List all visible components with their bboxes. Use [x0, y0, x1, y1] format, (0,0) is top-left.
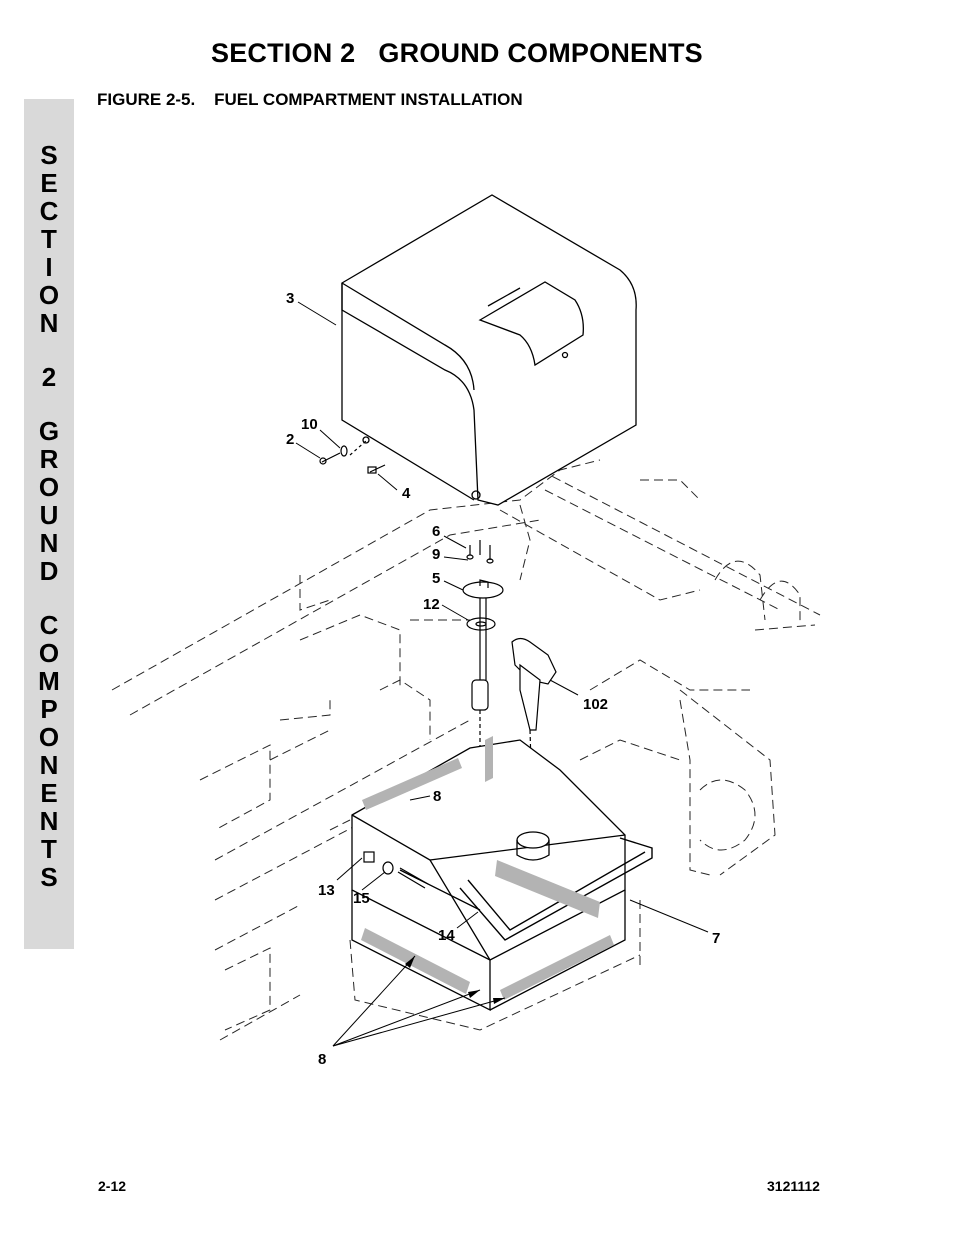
- side-tab-letter: E: [40, 168, 58, 198]
- rubber-pads: [361, 736, 614, 1000]
- figure-title: FIGURE 2-5. FUEL COMPARTMENT INSTALLATIO…: [97, 90, 523, 109]
- side-tab-letter: O: [38, 638, 60, 668]
- side-tab-letter: T: [41, 224, 57, 254]
- side-tab-letter: R: [39, 444, 59, 474]
- callout-arrowheads: [405, 956, 505, 1004]
- callout-6: 6: [432, 523, 440, 540]
- side-tab-letter: N: [39, 750, 59, 780]
- fuel-filler-cap: [511, 637, 557, 831]
- callout-8-top: 8: [433, 788, 441, 805]
- callout-9: 9: [432, 546, 440, 563]
- callout-7: 7: [712, 930, 720, 947]
- tank-strap: [459, 837, 653, 941]
- side-tab-letter: O: [38, 722, 60, 752]
- side-tab-letter: M: [38, 666, 60, 696]
- side-tab-letter: P: [40, 694, 58, 724]
- side-tab-letter: N: [39, 528, 59, 558]
- callout-leaders: [295, 301, 709, 1047]
- callout-13: 13: [318, 882, 335, 899]
- callout-5: 5: [432, 570, 440, 587]
- strap-hardware: [363, 851, 429, 889]
- side-tab-letter: C: [39, 196, 59, 226]
- callout-3: 3: [286, 290, 294, 307]
- section-title: SECTION 2 GROUND COMPONENTS: [211, 38, 703, 68]
- side-tab-letter: 2: [41, 362, 57, 392]
- side-tab-letter: G: [38, 416, 60, 446]
- document-number: 3121112: [767, 1178, 820, 1194]
- side-tab-letter: I: [45, 252, 53, 282]
- page-number: 2-12: [98, 1178, 127, 1194]
- callout-2: 2: [286, 431, 294, 448]
- side-tab-letter: N: [39, 308, 59, 338]
- callout-14: 14: [438, 927, 455, 944]
- callout-4: 4: [402, 485, 411, 502]
- fuel-sending-unit: [462, 540, 504, 775]
- side-tab-letter: D: [39, 556, 59, 586]
- callout-12: 12: [423, 596, 440, 613]
- side-tab-letter: O: [38, 472, 60, 502]
- callout-8-bottom: 8: [318, 1051, 326, 1068]
- frame-dashed-outline: [111, 459, 821, 1041]
- fuel-tank: [351, 739, 626, 1012]
- side-tab-letter: N: [39, 806, 59, 836]
- side-tab-letter: T: [41, 834, 57, 864]
- fuel-compartment-cover: [341, 194, 637, 506]
- callout-15: 15: [353, 890, 370, 907]
- cover-hardware: [319, 440, 386, 474]
- side-tab-letter: C: [39, 610, 59, 640]
- side-tab-letter: S: [40, 862, 58, 892]
- callout-102: 102: [583, 696, 608, 713]
- callout-10: 10: [301, 416, 318, 433]
- side-tab-letter: O: [38, 280, 60, 310]
- side-tab-letter: S: [40, 140, 58, 170]
- side-tab-letter: E: [40, 778, 58, 808]
- side-tab-letter: U: [39, 500, 59, 530]
